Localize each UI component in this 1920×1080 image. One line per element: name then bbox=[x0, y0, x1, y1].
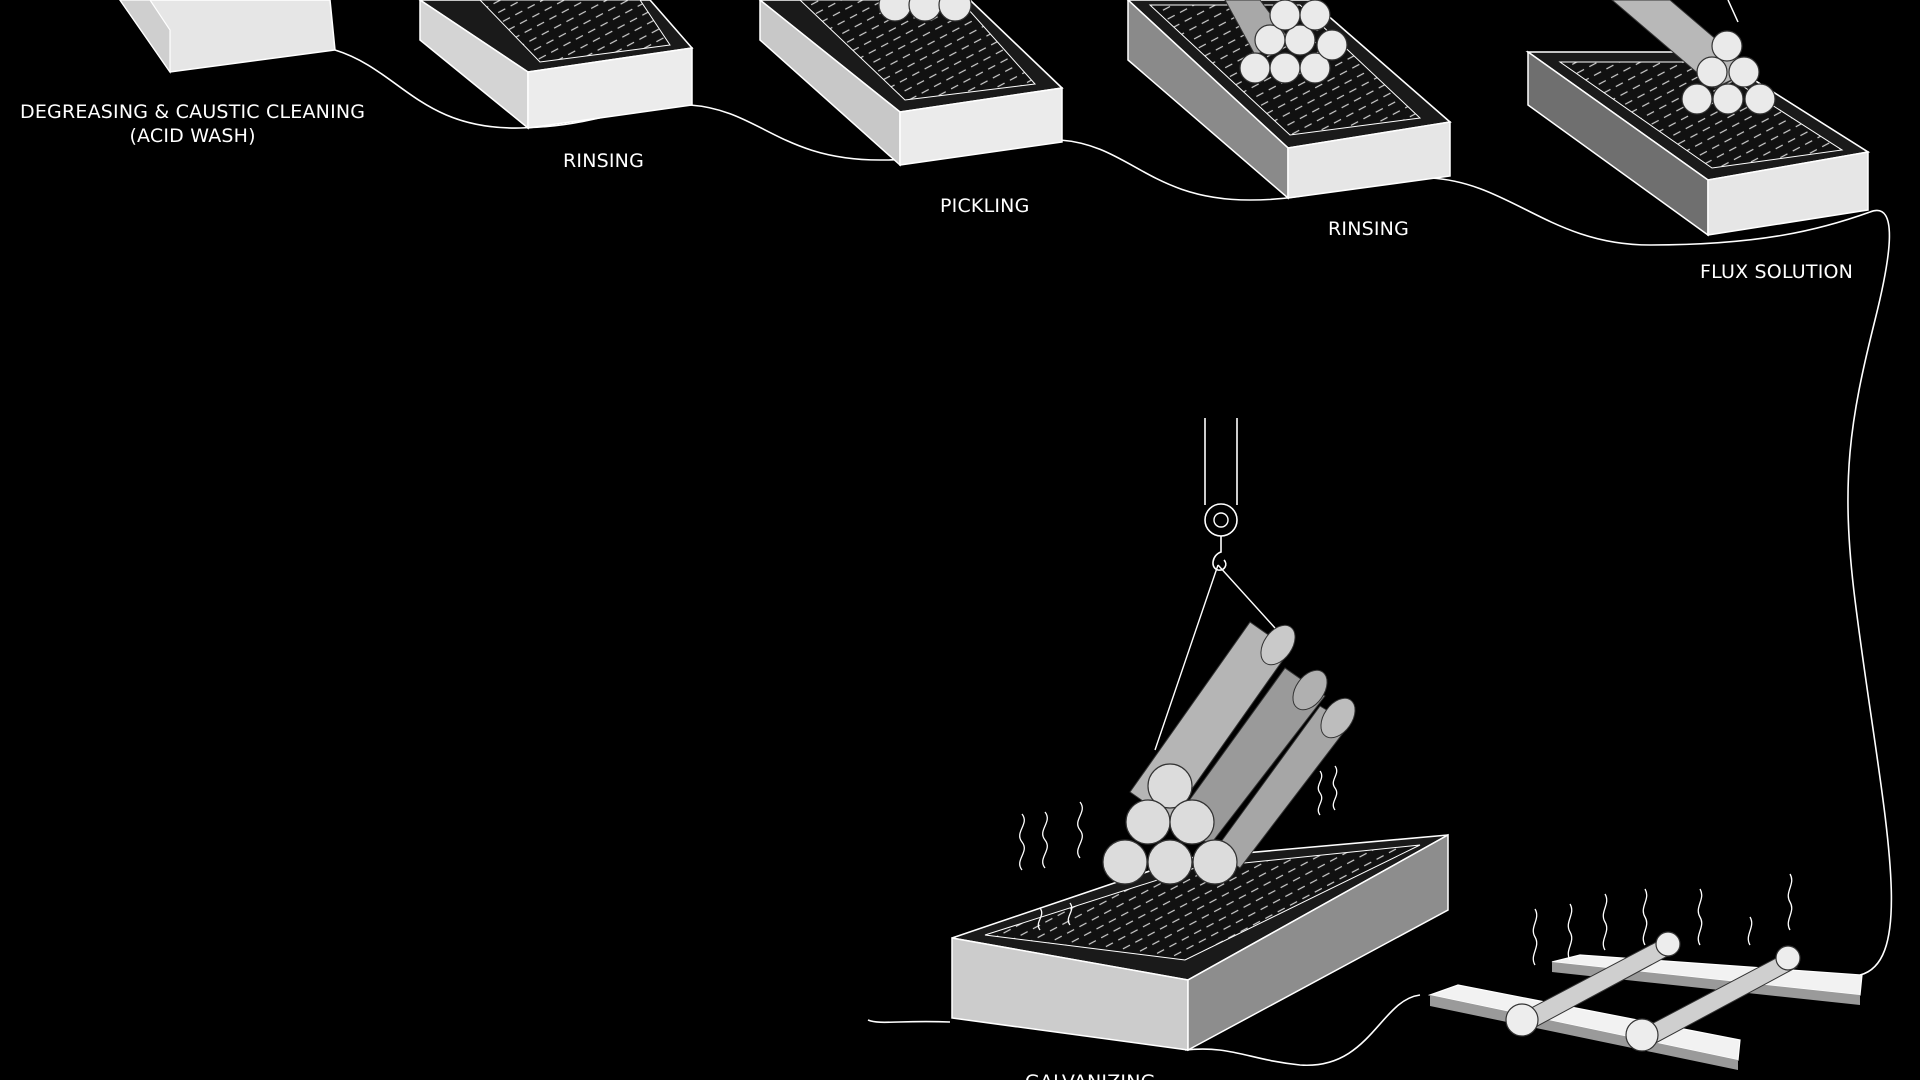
label-degreasing-line2: (ACID WASH) bbox=[129, 125, 256, 147]
label-degreasing-line1: DEGREASING & CAUSTIC CLEANING bbox=[20, 101, 366, 123]
tank-galvanizing bbox=[951, 833, 1449, 1052]
label-pickling: PICKLING bbox=[940, 194, 1030, 218]
fumes-cooling-rack bbox=[1532, 873, 1793, 966]
label-pickling-text: PICKLING bbox=[940, 195, 1030, 217]
tank-pickling bbox=[758, 0, 1064, 167]
fumes-galvanizing bbox=[1019, 765, 1338, 931]
label-rinsing-2-text: RINSING bbox=[1328, 218, 1410, 240]
label-rinsing-1-text: RINSING bbox=[563, 150, 645, 172]
cooling-rack bbox=[1427, 931, 1863, 1070]
tank-degreasing bbox=[119, 0, 336, 74]
label-flux-text: FLUX SOLUTION bbox=[1700, 261, 1854, 283]
label-rinsing-2: RINSING bbox=[1328, 217, 1409, 241]
label-flux: FLUX SOLUTION bbox=[1700, 260, 1853, 284]
tank-flux bbox=[1525, 0, 1871, 237]
tank-rinsing-1 bbox=[418, 0, 694, 130]
label-galvanizing-text: GALVANIZING bbox=[1025, 1070, 1156, 1080]
crane-hook bbox=[1154, 418, 1276, 751]
label-rinsing-1: RINSING bbox=[563, 149, 644, 173]
tank-rinsing-2 bbox=[1126, 0, 1452, 200]
pipe-bundle bbox=[1102, 621, 1356, 885]
label-degreasing: DEGREASING & CAUSTIC CLEANING (ACID WASH… bbox=[20, 100, 365, 148]
label-galvanizing: GALVANIZING bbox=[1025, 1070, 1156, 1080]
